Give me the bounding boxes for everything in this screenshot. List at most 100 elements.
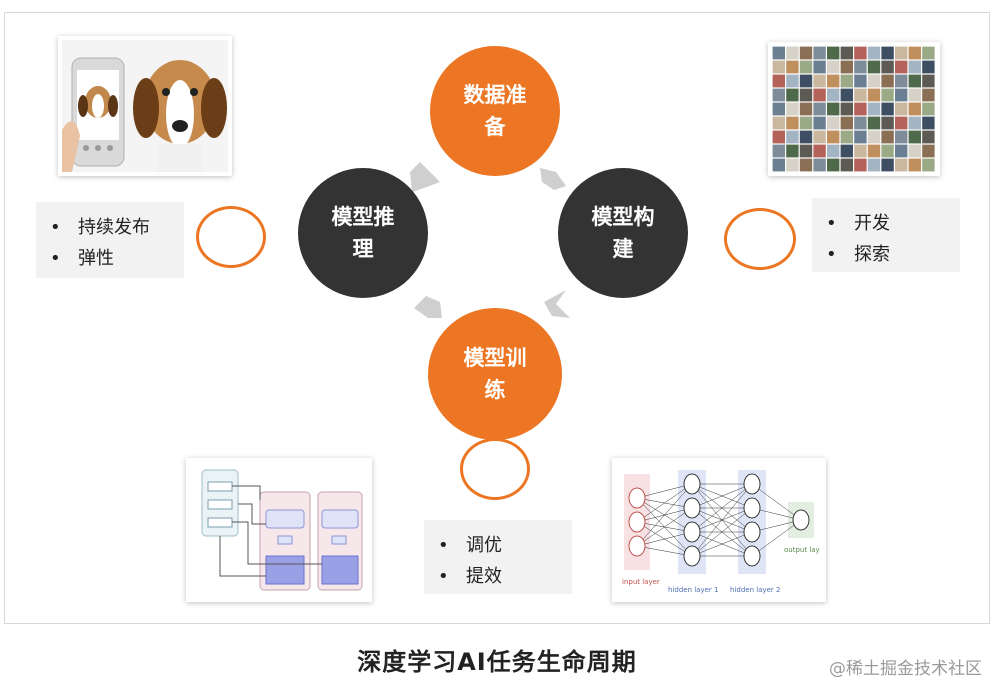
mosaic-tile: [813, 117, 825, 130]
mosaic-tile: [854, 47, 866, 60]
mosaic-tile: [773, 145, 785, 158]
mosaic-tile: [922, 117, 934, 130]
mosaic-tile: [813, 131, 825, 144]
mosaic-tile: [786, 159, 798, 172]
mosaic-tile: [881, 103, 893, 116]
mosaic-tile: [841, 47, 853, 60]
bullet-item: 弹性: [50, 243, 184, 274]
mosaic-tile: [827, 47, 839, 60]
dog-photo-image: [58, 36, 232, 176]
mosaic-tile: [800, 131, 812, 144]
stage-model-infer-line2: 理: [332, 233, 395, 265]
mosaic-tile: [909, 61, 921, 74]
mosaic-tile: [909, 131, 921, 144]
mosaic-tile: [881, 159, 893, 172]
nn-neuron: [684, 546, 700, 566]
bullet-item: 探索: [826, 239, 960, 270]
neural-network-image: input layer hidden layer 1 hidden layer …: [612, 458, 826, 602]
mosaic-tile: [827, 145, 839, 158]
mosaic-tile: [786, 103, 798, 116]
mosaic-tile: [841, 131, 853, 144]
image-dataset-grid: [768, 42, 940, 176]
mosaic-tile: [868, 47, 880, 60]
mosaic-tile: [909, 103, 921, 116]
nn-neuron: [684, 522, 700, 542]
mosaic-tile: [827, 89, 839, 102]
mosaic-tile: [895, 131, 907, 144]
nn-neuron: [684, 498, 700, 518]
stage-data-prep-line1: 数据准: [464, 79, 527, 111]
stage-model-infer-line1: 模型推: [332, 201, 395, 233]
mosaic-tile: [827, 75, 839, 88]
mosaic-tile: [909, 117, 921, 130]
mosaic-tile: [786, 131, 798, 144]
mosaic-tile: [854, 89, 866, 102]
mosaic-tile: [909, 145, 921, 158]
mosaic-tile: [922, 103, 934, 116]
mosaic-tile: [881, 75, 893, 88]
mosaic-tile: [773, 75, 785, 88]
mosaic-tile: [922, 89, 934, 102]
dog-illustration: [62, 40, 228, 172]
mosaic-tile: [868, 75, 880, 88]
mosaic-tile: [773, 131, 785, 144]
train-bullet-box: 调优 提效: [424, 520, 572, 594]
nn-neuron: [793, 510, 809, 530]
ring-bottom: [460, 438, 530, 500]
mosaic-tile: [813, 145, 825, 158]
stage-model-train-line2: 练: [464, 374, 527, 406]
mosaic-tile: [868, 103, 880, 116]
mosaic-tile: [868, 89, 880, 102]
mosaic-tile: [854, 145, 866, 158]
mosaic-tile: [800, 159, 812, 172]
arrow-build-to-train: [544, 290, 570, 318]
mosaic-tile: [895, 117, 907, 130]
mosaic-tile: [786, 117, 798, 130]
compute-graph-illustration: [192, 464, 366, 596]
mosaic-tile: [895, 159, 907, 172]
mosaic-tile: [800, 47, 812, 60]
mosaic-tile: [773, 47, 785, 60]
mosaic-tile: [881, 89, 893, 102]
mosaic-tile: [800, 145, 812, 158]
mosaic-tile: [922, 131, 934, 144]
mosaic-tile: [827, 117, 839, 130]
stage-model-build-line1: 模型构: [592, 201, 655, 233]
mosaic-tile: [841, 117, 853, 130]
mosaic-tile: [922, 145, 934, 158]
mosaic-tile: [909, 47, 921, 60]
mosaic-tile: [909, 75, 921, 88]
ring-right: [724, 208, 796, 270]
nn-neuron: [629, 488, 645, 508]
arrow-data-to-build: [540, 168, 566, 190]
nn-neuron: [744, 474, 760, 494]
mosaic-tile: [922, 47, 934, 60]
mosaic-tile: [773, 61, 785, 74]
mosaic-tile: [786, 145, 798, 158]
nn-neuron: [744, 498, 760, 518]
mosaic-tile: [841, 75, 853, 88]
stage-model-train-line1: 模型训: [464, 342, 527, 374]
mosaic-tile: [868, 61, 880, 74]
mosaic-tile: [786, 75, 798, 88]
mosaic-tile: [800, 61, 812, 74]
arrow-infer-to-data: [410, 162, 440, 192]
mosaic-tile: [813, 89, 825, 102]
mosaic-tile: [827, 103, 839, 116]
mosaic-tile: [895, 145, 907, 158]
infer-bullet-box: 持续发布 弹性: [36, 202, 184, 278]
bullet-item: 持续发布: [50, 212, 184, 243]
mosaic-tile: [895, 89, 907, 102]
stage-model-train: 模型训练: [428, 308, 562, 440]
hidden-layer-2-label: hidden layer 2: [730, 586, 780, 594]
mosaic-tile: [841, 159, 853, 172]
ring-left: [196, 206, 266, 268]
nn-neuron: [629, 536, 645, 556]
nn-neuron: [744, 522, 760, 542]
watermark: @稀土掘金技术社区: [829, 654, 982, 679]
bullet-item: 提效: [438, 561, 572, 592]
mosaic-tile: [895, 103, 907, 116]
mosaic-tile: [881, 47, 893, 60]
mosaic-tile: [922, 159, 934, 172]
mosaic-tile: [773, 117, 785, 130]
